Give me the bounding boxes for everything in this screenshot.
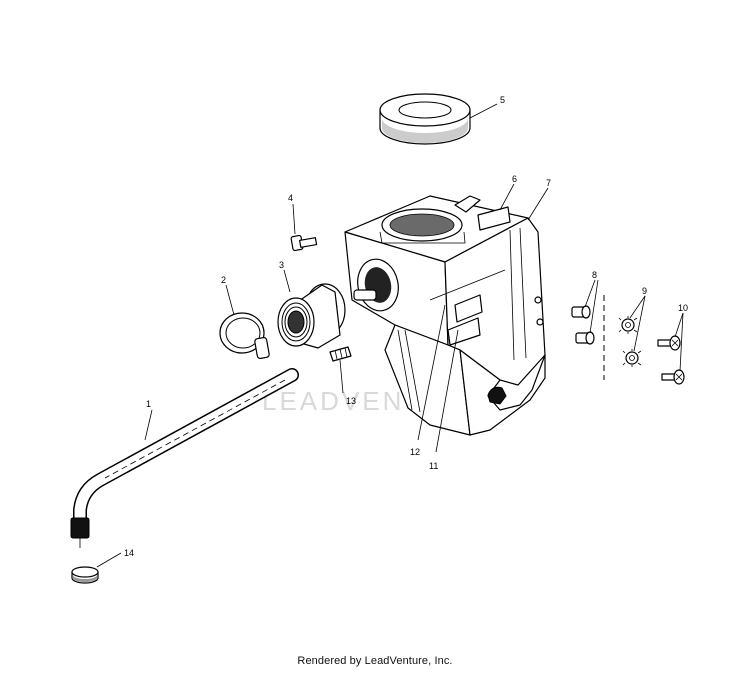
- callout-9: 9: [642, 286, 647, 296]
- part-5-filter-element[interactable]: [379, 93, 471, 145]
- part-8-bushing-upper[interactable]: [571, 305, 591, 319]
- callout-14: 14: [124, 548, 134, 558]
- part-10-screw-upper[interactable]: [657, 335, 681, 351]
- callout-10: 10: [678, 303, 688, 313]
- callout-6: 6: [512, 174, 517, 184]
- part-14-cap[interactable]: [71, 566, 99, 584]
- callout-7: 7: [546, 178, 551, 188]
- footer-credit: Rendered by LeadVenture, Inc.: [297, 655, 453, 667]
- callout-13: 13: [346, 396, 356, 406]
- part-13-fitting[interactable]: [329, 346, 352, 362]
- callout-1: 1: [146, 399, 151, 409]
- callout-8: 8: [592, 270, 597, 280]
- callout-11: 11: [429, 461, 438, 471]
- callout-5: 5: [500, 95, 505, 105]
- part-9-washer-lower[interactable]: [622, 349, 642, 367]
- callout-12: 12: [410, 447, 420, 457]
- callout-2: 2: [221, 275, 226, 285]
- part-9-washer-upper[interactable]: [618, 316, 638, 334]
- callout-3: 3: [279, 260, 284, 270]
- leader-lines: [96, 103, 684, 568]
- part-1-vent-tube[interactable]: [70, 368, 299, 548]
- part-3-intake-boot[interactable]: [277, 283, 346, 349]
- airbox-housing[interactable]: [344, 195, 546, 436]
- callout-4: 4: [288, 193, 293, 203]
- part-4-bolt[interactable]: [290, 234, 318, 252]
- part-10-screw-lower[interactable]: [661, 369, 685, 385]
- part-2-hose-clamp[interactable]: [219, 312, 270, 360]
- part-8-bushing-lower[interactable]: [575, 331, 595, 345]
